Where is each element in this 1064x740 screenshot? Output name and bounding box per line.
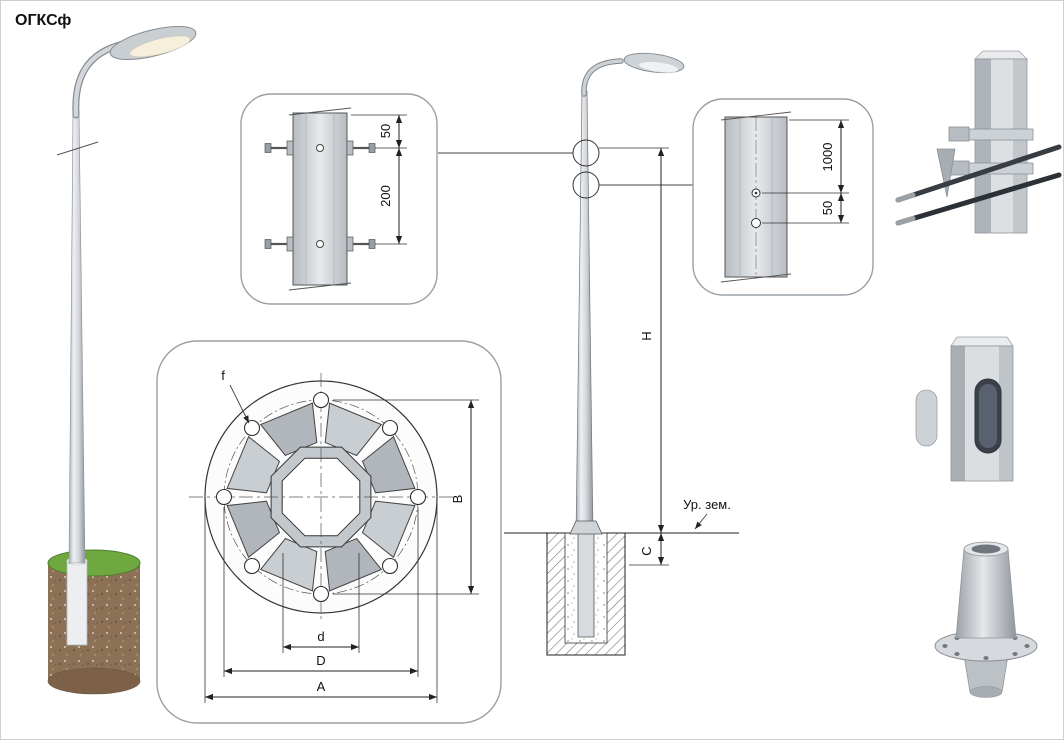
clamp-band [968, 128, 1034, 141]
pole-shaft [575, 90, 594, 536]
clamp-bolt-row [264, 140, 376, 156]
base-shell [955, 548, 1017, 639]
pole-3d-render [47, 25, 197, 695]
dim-label-embed: C [639, 546, 654, 555]
break-mark [720, 273, 792, 283]
bracket-rod [895, 172, 1062, 226]
dim-label-bolt-span: B [450, 495, 465, 504]
access-door-3d-render [915, 336, 1014, 482]
drawing-title: ОГКСф [15, 12, 71, 29]
foundation-cylinder [48, 563, 140, 681]
top-detail-callout: 50 200 [240, 93, 438, 305]
shell-opening [971, 544, 1001, 554]
dim-label-spacing: 200 [378, 185, 393, 207]
dim-label-inner: d [317, 629, 324, 644]
flange-base-3d-render [934, 541, 1038, 698]
dim-label-outer: A [317, 679, 326, 694]
bracket-rod [895, 144, 1062, 203]
dim-label-offset: 50 [378, 124, 393, 138]
dim-label-offset: 50 [820, 201, 835, 215]
elevation-view: Ур. зем. H C [438, 52, 739, 656]
side-detail-callout: 1000 50 [692, 98, 874, 296]
hatch-cover [915, 389, 938, 447]
luminaire-head [109, 25, 197, 61]
pole-shaft [68, 110, 86, 564]
luminaire-head [623, 52, 685, 74]
dim-label-height: H [639, 331, 654, 340]
pole-section [292, 112, 348, 286]
break-mark [288, 107, 352, 116]
bolt-holes [215, 391, 427, 603]
bracket-clamp-3d-render [895, 50, 1062, 234]
grass-top [47, 549, 141, 577]
break-mark [720, 111, 792, 121]
embedded-pole [577, 532, 595, 638]
dim-label-hole: f [221, 368, 225, 383]
pendant-fitting [936, 148, 956, 198]
break-mark [56, 141, 99, 156]
drain-hole [751, 218, 761, 228]
break-mark [288, 282, 352, 291]
detail-marker-upper [572, 139, 600, 167]
detail-marker-lower [572, 171, 600, 199]
dim-label-bolt-circle: D [316, 653, 325, 668]
foundation-sleeve [66, 560, 88, 646]
ground-level-label: Ур. зем. [683, 497, 731, 512]
pole-base-flare [569, 520, 603, 535]
dim-label-height: 1000 [820, 143, 835, 172]
clamp-bolt-row [264, 236, 376, 252]
flange-plan-callout: f B d D A [156, 340, 502, 724]
